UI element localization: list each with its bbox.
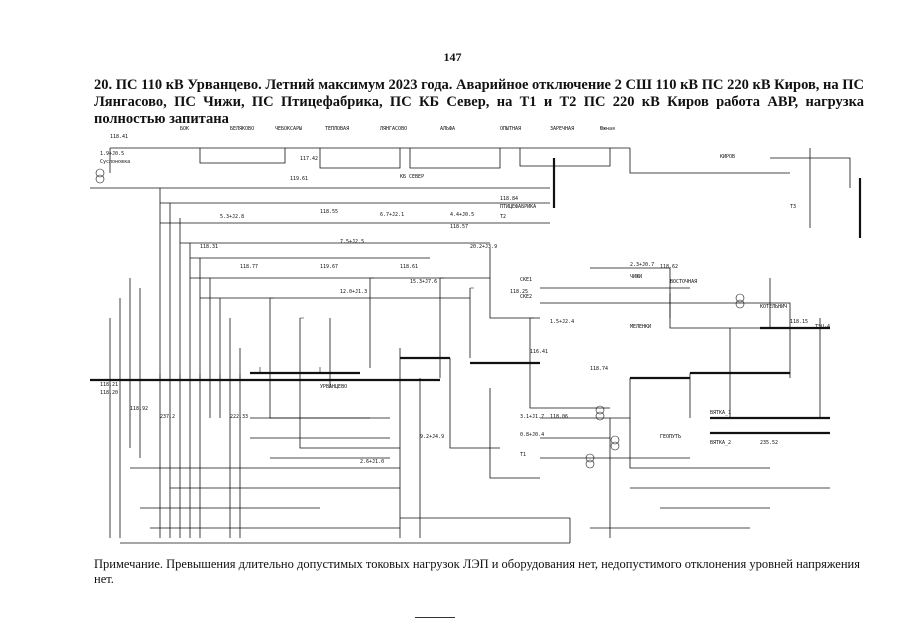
diagram-label: ПТИЦЕФАБРИКА — [500, 204, 536, 210]
diagram-label: АЛЬФА — [440, 126, 455, 132]
diagram-label: ВОСТОЧНАЯ — [670, 279, 697, 285]
page-note: Примечание. Превышения длительно допусти… — [94, 557, 860, 586]
diagram-label: 4.4+J0.5 — [450, 212, 474, 218]
diagram-label: УРВАНЦЕВО — [320, 384, 347, 390]
diagram-label: ЧИЖИ — [630, 274, 642, 280]
diagram-label: 118.62 — [660, 264, 678, 270]
diagram-label: КИРОВ — [720, 154, 735, 160]
page-number: 147 — [443, 50, 462, 64]
diagram-label: 1.9+J0.5 — [100, 151, 124, 157]
diagram-label: СКЕ2 — [520, 294, 532, 300]
diagram-label: МЕЛЕНКИ — [630, 324, 651, 330]
diagram-label: 118.74 — [590, 366, 608, 372]
diagram-label: 118.21 — [100, 382, 118, 388]
diagram-label: 118.77 — [240, 264, 258, 270]
diagram-label: 237.2 — [160, 414, 175, 420]
diagram-label: СКЕ1 — [520, 277, 532, 283]
diagram-label: 118.57 — [450, 224, 468, 230]
diagram-label: КБ СЕВЕР — [400, 174, 424, 180]
diagram-label: Т2 — [500, 214, 506, 220]
diagram-label: 119.61 — [290, 176, 308, 182]
diagram-label: БЕЛЯКОВО — [230, 126, 254, 132]
diagram-label: ЗАРЕЧНАЯ — [550, 126, 574, 132]
diagram-label: 118.20 — [100, 390, 118, 396]
diagram-label: 119.67 — [320, 264, 338, 270]
diagram-label: ЧЕБОКСАРЫ — [275, 126, 302, 132]
diagram-lines — [90, 147, 862, 544]
diagram-label: 235.52 — [760, 440, 778, 446]
diagram-label: Т1 — [520, 452, 526, 458]
diagram-label: 118.31 — [200, 244, 218, 250]
diagram-label: 116.41 — [530, 349, 548, 355]
diagram-label: 15.3+J7.6 — [410, 279, 437, 285]
diagram-label: ВЯТКА_2 — [710, 440, 731, 446]
diagram-label: БОК — [180, 126, 189, 132]
diagram-label: КОТЕЛЬНИЧ — [760, 304, 787, 310]
diagram-label: Т3 — [790, 204, 796, 210]
diagram-label: 12.0+J1.3 — [340, 289, 367, 295]
diagram-label: 20.2+J3.9 — [470, 244, 497, 250]
diagram-label: ТЕПЛОВАЯ — [325, 126, 349, 132]
diagram-label: 117.42 — [300, 156, 318, 162]
diagram-label: 118.41 — [110, 134, 128, 140]
diagram-label: 118.06 — [550, 414, 568, 420]
diagram-label: 9.2+J4.9 — [420, 434, 444, 440]
diagram-label: 118.25 — [510, 289, 528, 295]
diagram-label: 118.92 — [130, 406, 148, 412]
diagram-label: 118.61 — [400, 264, 418, 270]
diagram-label: 7.5+J2.5 — [340, 239, 364, 245]
diagram-label: 2.3+J0.7 — [630, 262, 654, 268]
diagram-label: 118.84 — [500, 196, 518, 202]
diagram-label: 3.1+J1.7 — [520, 414, 544, 420]
diagram-label: 222.33 — [230, 414, 248, 420]
page-heading: 20. ПС 110 кВ Урванцево. Летний максимум… — [94, 77, 865, 127]
diagram-label: 1.5+J2.4 — [550, 319, 574, 325]
diagram-label: 5.3+J2.8 — [220, 214, 244, 220]
diagram-label: ГЕОПУТЬ — [660, 434, 681, 440]
diagram-label: 0.8+J0.4 — [520, 432, 544, 438]
diagram-label: 6.7+J2.1 — [380, 212, 404, 218]
diagram-label: ТЭЦ-4 — [815, 324, 830, 330]
diagram-label: ВЯТКА_1 — [710, 410, 731, 416]
diagram-label: 118.55 — [320, 209, 338, 215]
diagram-label: 2.6+J1.0 — [360, 459, 384, 465]
diagram-label: Южная — [600, 126, 615, 132]
diagram-label: ЛЯНГАСОВО — [380, 126, 407, 132]
footer-rule — [415, 617, 455, 618]
diagram-label: Суслоновка — [100, 159, 130, 165]
diagram-label: ОПЫТНАЯ — [500, 126, 521, 132]
diagram-label: 118.15 — [790, 319, 808, 325]
